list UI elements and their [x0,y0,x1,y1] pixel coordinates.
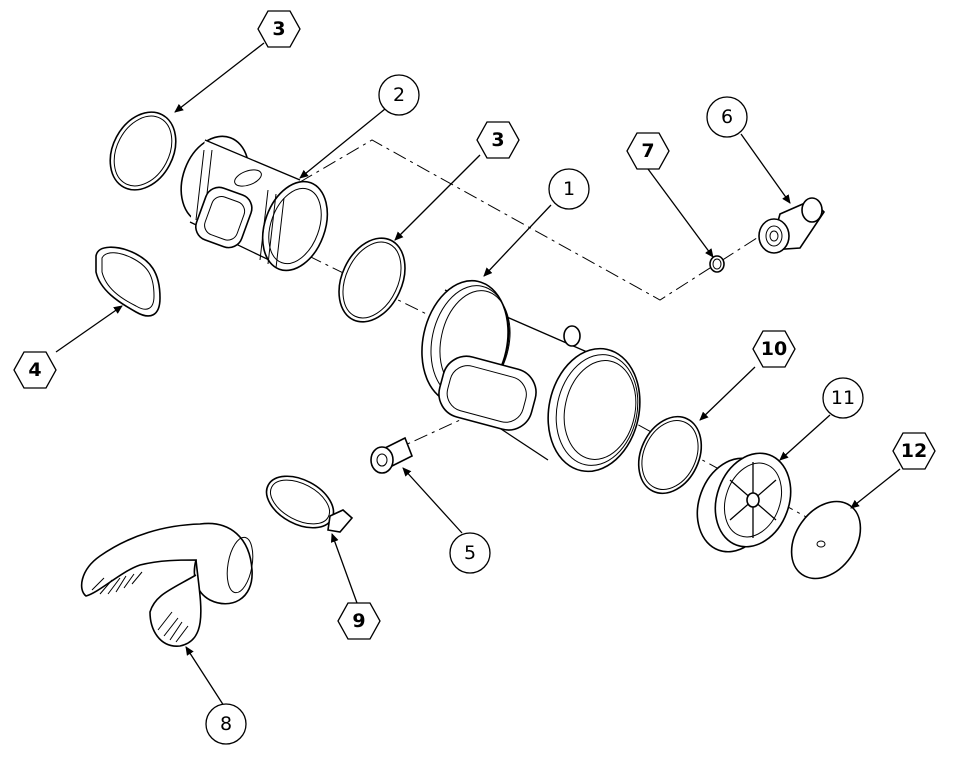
main-tee-body [421,279,641,473]
callout-9: 9 [337,602,381,640]
oval-gasket [95,246,161,317]
cartridge-body [180,135,329,272]
callout-2: 2 [378,74,420,116]
callout-2-label: 2 [393,84,405,106]
callout-6-label: 6 [721,106,733,128]
small-o-ring [709,255,725,273]
callout-6: 6 [706,96,748,138]
callout-12: 12 [892,432,936,470]
callout-11-label: 11 [831,387,855,409]
disc-cover [790,500,862,580]
mouthpiece-strap [265,475,354,533]
grille-cap [696,452,792,553]
callout-9-label: 9 [352,610,365,632]
callout-7-label: 7 [641,140,654,162]
callout-1-label: 1 [563,178,575,200]
callout-11: 11 [822,377,864,419]
callout-4-label: 4 [28,359,41,381]
callout-12-label: 12 [901,440,927,462]
callout-10-label: 10 [761,338,787,360]
callout-5: 5 [449,532,491,574]
callout-3-middle-label: 3 [491,129,504,151]
callout-8-label: 8 [220,713,232,735]
valve-fitting [758,197,826,254]
callout-10: 10 [752,330,796,368]
callout-5-label: 5 [464,542,476,564]
callout-7: 7 [626,132,670,170]
o-ring-right [637,415,703,495]
callout-8: 8 [205,703,247,745]
screw [370,436,414,474]
callout-3-top: 3 [257,10,301,48]
callout-3-top-label: 3 [272,18,285,40]
leader-lines [55,42,901,707]
callout-4: 4 [13,351,57,389]
callout-3-middle: 3 [476,121,520,159]
callout-1: 1 [548,168,590,210]
o-ring-large-middle [338,237,406,323]
mouthpiece [80,522,254,647]
o-ring-large-left [109,111,177,191]
